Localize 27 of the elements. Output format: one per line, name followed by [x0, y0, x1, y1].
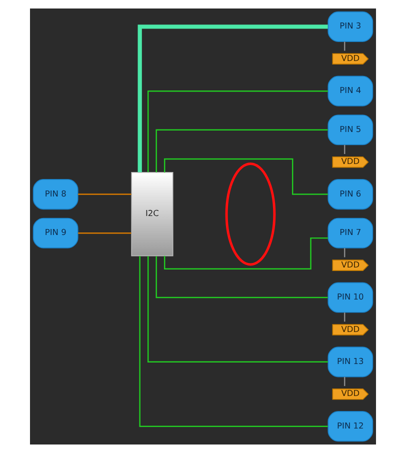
- connector: [155, 129, 328, 172]
- connector: [146, 90, 328, 172]
- connector: [163, 237, 328, 270]
- connector: [344, 144, 345, 154]
- node-box: PIN 10: [327, 282, 373, 313]
- node-box: PIN 7: [327, 218, 373, 248]
- node-ellipse: [224, 162, 276, 266]
- connector: [78, 194, 131, 195]
- node-box: PIN 3: [327, 11, 373, 42]
- connector: [155, 256, 328, 298]
- node-box: PIN 5: [327, 114, 373, 146]
- connector: [344, 42, 345, 51]
- connector: [163, 158, 328, 195]
- node-box: I2C: [130, 172, 173, 256]
- connector: [344, 376, 345, 386]
- node-box: PIN 6: [327, 179, 373, 210]
- connector: [137, 24, 328, 172]
- node-box: PIN 9: [32, 218, 78, 248]
- node-box: PIN 8: [32, 179, 78, 210]
- node-box: PIN 13: [327, 346, 373, 378]
- node-box: PIN 12: [327, 411, 373, 442]
- connector: [344, 312, 345, 322]
- connector: [138, 256, 328, 427]
- connector: [344, 248, 345, 258]
- node-box: PIN 4: [327, 76, 373, 106]
- connector: [146, 256, 328, 363]
- connector: [78, 232, 131, 234]
